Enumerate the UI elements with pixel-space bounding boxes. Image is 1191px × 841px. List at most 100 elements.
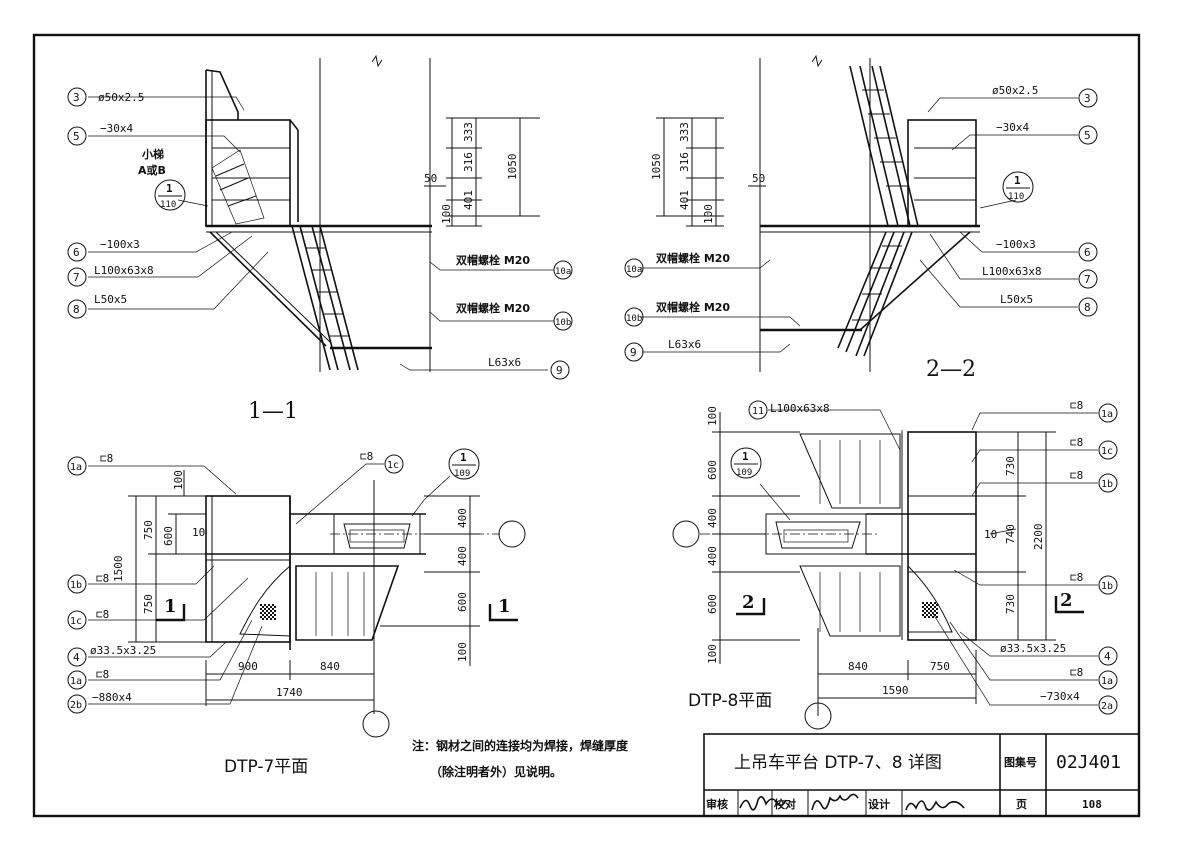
page-number: 108 bbox=[1082, 798, 1102, 811]
p8-dim-730-top: 730 bbox=[1004, 456, 1017, 476]
p7-axis-circle-right bbox=[498, 520, 526, 548]
s2-dim-50: 50 bbox=[752, 172, 765, 185]
s1-label-9: L63x6 bbox=[488, 356, 521, 369]
bubble-3-s2: 3 bbox=[1084, 92, 1091, 105]
p8-dim-600-bottom: 600 bbox=[706, 594, 719, 614]
detail-ref-s1 bbox=[154, 179, 186, 211]
p8-dim-840: 840 bbox=[848, 660, 868, 673]
note-line-1: 注：钢材之间的连接均为焊接，焊缝厚度 bbox=[412, 738, 629, 753]
s2-dim-333: 333 bbox=[678, 122, 691, 142]
p7-dim-600-r: 600 bbox=[456, 592, 469, 612]
s1-label-7: L100x63x8 bbox=[94, 264, 154, 277]
p8-label-2a: −730x4 bbox=[1040, 690, 1080, 703]
s1-ladder-note-2: A或B bbox=[138, 163, 166, 177]
p7-dim-1500: 1500 bbox=[112, 556, 125, 583]
p8-dim-750: 750 bbox=[930, 660, 950, 673]
p8-axis-circle-bottom bbox=[804, 702, 832, 730]
s2-label-3: ø50x2.5 bbox=[992, 84, 1038, 97]
note-line-2: （除注明者外）见说明。 bbox=[430, 764, 562, 779]
p7-dim-840: 840 bbox=[320, 660, 340, 673]
s2-bolt-a: 双帽螺栓 M20 bbox=[656, 251, 730, 265]
sheet-border bbox=[32, 33, 1141, 818]
p7-label-1b: ⊏8 bbox=[96, 572, 109, 585]
bubble-6-s1: 6 bbox=[73, 246, 80, 259]
design-label: 设计 bbox=[868, 797, 890, 811]
atlas-label: 图集号 bbox=[1004, 755, 1037, 769]
s1-title: 1—1 bbox=[248, 399, 298, 424]
p8-label-1b-top: ⊏8 bbox=[1070, 469, 1083, 482]
p8-dim-400-b: 400 bbox=[706, 546, 719, 566]
s1-dim-401: 401 bbox=[462, 190, 475, 210]
s1-label-6: −100x3 bbox=[100, 238, 140, 251]
p8-dim-740: 740 bbox=[1004, 524, 1017, 544]
p7-dim-400-b: 400 bbox=[456, 546, 469, 566]
detail-s1-top: 1 bbox=[166, 182, 173, 195]
detail-p7-bottom: 109 bbox=[454, 469, 470, 479]
plan-dtp7 bbox=[88, 463, 518, 714]
s2-dim-1050: 1050 bbox=[650, 154, 663, 181]
s1-ladder-note-1: 小梯 bbox=[141, 147, 164, 161]
bubble-10b-s2: 10b bbox=[626, 314, 642, 324]
bubble-9-s1: 9 bbox=[556, 364, 563, 377]
title-block bbox=[703, 733, 1140, 817]
p7-label-4: ø33.5x3.25 bbox=[90, 644, 156, 657]
bubble-1a-p8: 1a bbox=[1101, 676, 1113, 687]
p8-cut-left: 2 bbox=[742, 592, 755, 613]
p8-dim-10: 10 bbox=[984, 528, 997, 541]
s1-dim-100: 100 bbox=[440, 204, 453, 224]
p8-label-11: L100x63x8 bbox=[770, 402, 830, 415]
p8-cut-right: 2 bbox=[1060, 590, 1073, 611]
s1-dim-316: 316 bbox=[462, 152, 475, 172]
detail-p8-bottom: 109 bbox=[736, 468, 752, 478]
s2-label-6: −100x3 bbox=[996, 238, 1036, 251]
p7-dim-600: 600 bbox=[162, 526, 175, 546]
bubble-8-s2: 8 bbox=[1084, 301, 1091, 314]
p8-dim-100-bottom: 100 bbox=[706, 644, 719, 664]
sheet-title: 上吊车平台 DTP-7、8 详图 bbox=[734, 753, 942, 773]
p8-label-4: ø33.5x3.25 bbox=[1000, 642, 1066, 655]
p8-dim-600-top: 600 bbox=[706, 460, 719, 480]
bubble-6-s2: 6 bbox=[1084, 246, 1091, 259]
detail-ref-p8 bbox=[730, 447, 762, 479]
s1-dim-333: 333 bbox=[462, 122, 475, 142]
s2-bolt-b: 双帽螺栓 M20 bbox=[656, 300, 730, 314]
s2-label-5: −30x4 bbox=[996, 121, 1029, 134]
p8-dim-730-bottom: 730 bbox=[1004, 594, 1017, 614]
p8-label-1a: ⊏8 bbox=[1070, 666, 1083, 679]
bubble-4-p8: 4 bbox=[1104, 650, 1111, 663]
bubble-2b-p7: 2b bbox=[70, 700, 82, 711]
p7-cut-right: 1 bbox=[498, 596, 511, 617]
p8-label-1c: ⊏8 bbox=[1070, 436, 1083, 449]
p7-cut-left: 1 bbox=[164, 596, 177, 617]
p7-axis-circle-bottom bbox=[362, 710, 390, 738]
bubble-3-s1: 3 bbox=[73, 91, 80, 104]
plan-dtp8 bbox=[700, 409, 1098, 716]
bubble-1a-p7: 1a bbox=[70, 676, 82, 687]
p7-dim-900: 900 bbox=[238, 660, 258, 673]
bubble-9-s2: 9 bbox=[630, 346, 637, 359]
detail-ref-p7 bbox=[448, 448, 480, 480]
section-2-2 bbox=[640, 54, 1078, 372]
s1-bolt-a: 双帽螺栓 M20 bbox=[456, 253, 530, 267]
bubble-1b-p8: 1b bbox=[1101, 581, 1113, 592]
bubble-5-s1: 5 bbox=[73, 130, 80, 143]
s1-dim-1050: 1050 bbox=[506, 154, 519, 181]
p8-label-1b: ⊏8 bbox=[1070, 571, 1083, 584]
p7-dim-750-top: 750 bbox=[142, 520, 155, 540]
bubble-1b-p8-top: 1b bbox=[1101, 479, 1113, 490]
p7-dim-750-bottom: 750 bbox=[142, 594, 155, 614]
p7-dim-10: 10 bbox=[192, 526, 205, 539]
p8-label-1a-top: ⊏8 bbox=[1070, 399, 1083, 412]
bubble-1c-p7: 1c bbox=[70, 616, 82, 627]
bubble-1b-p7: 1b bbox=[70, 580, 82, 591]
p7-dim-100-r: 100 bbox=[456, 642, 469, 662]
s2-label-9: L63x6 bbox=[668, 338, 701, 351]
p7-label-1c-top: ⊏8 bbox=[360, 450, 373, 463]
s1-label-3: ø50x2.5 bbox=[98, 91, 144, 104]
p8-dim-400-a: 400 bbox=[706, 508, 719, 528]
bubble-1a-p7-top: 1a bbox=[70, 462, 82, 473]
bubble-7-s2: 7 bbox=[1084, 273, 1091, 286]
detail-ref-s2 bbox=[1002, 171, 1034, 203]
p8-title: DTP-8平面 bbox=[688, 691, 772, 711]
